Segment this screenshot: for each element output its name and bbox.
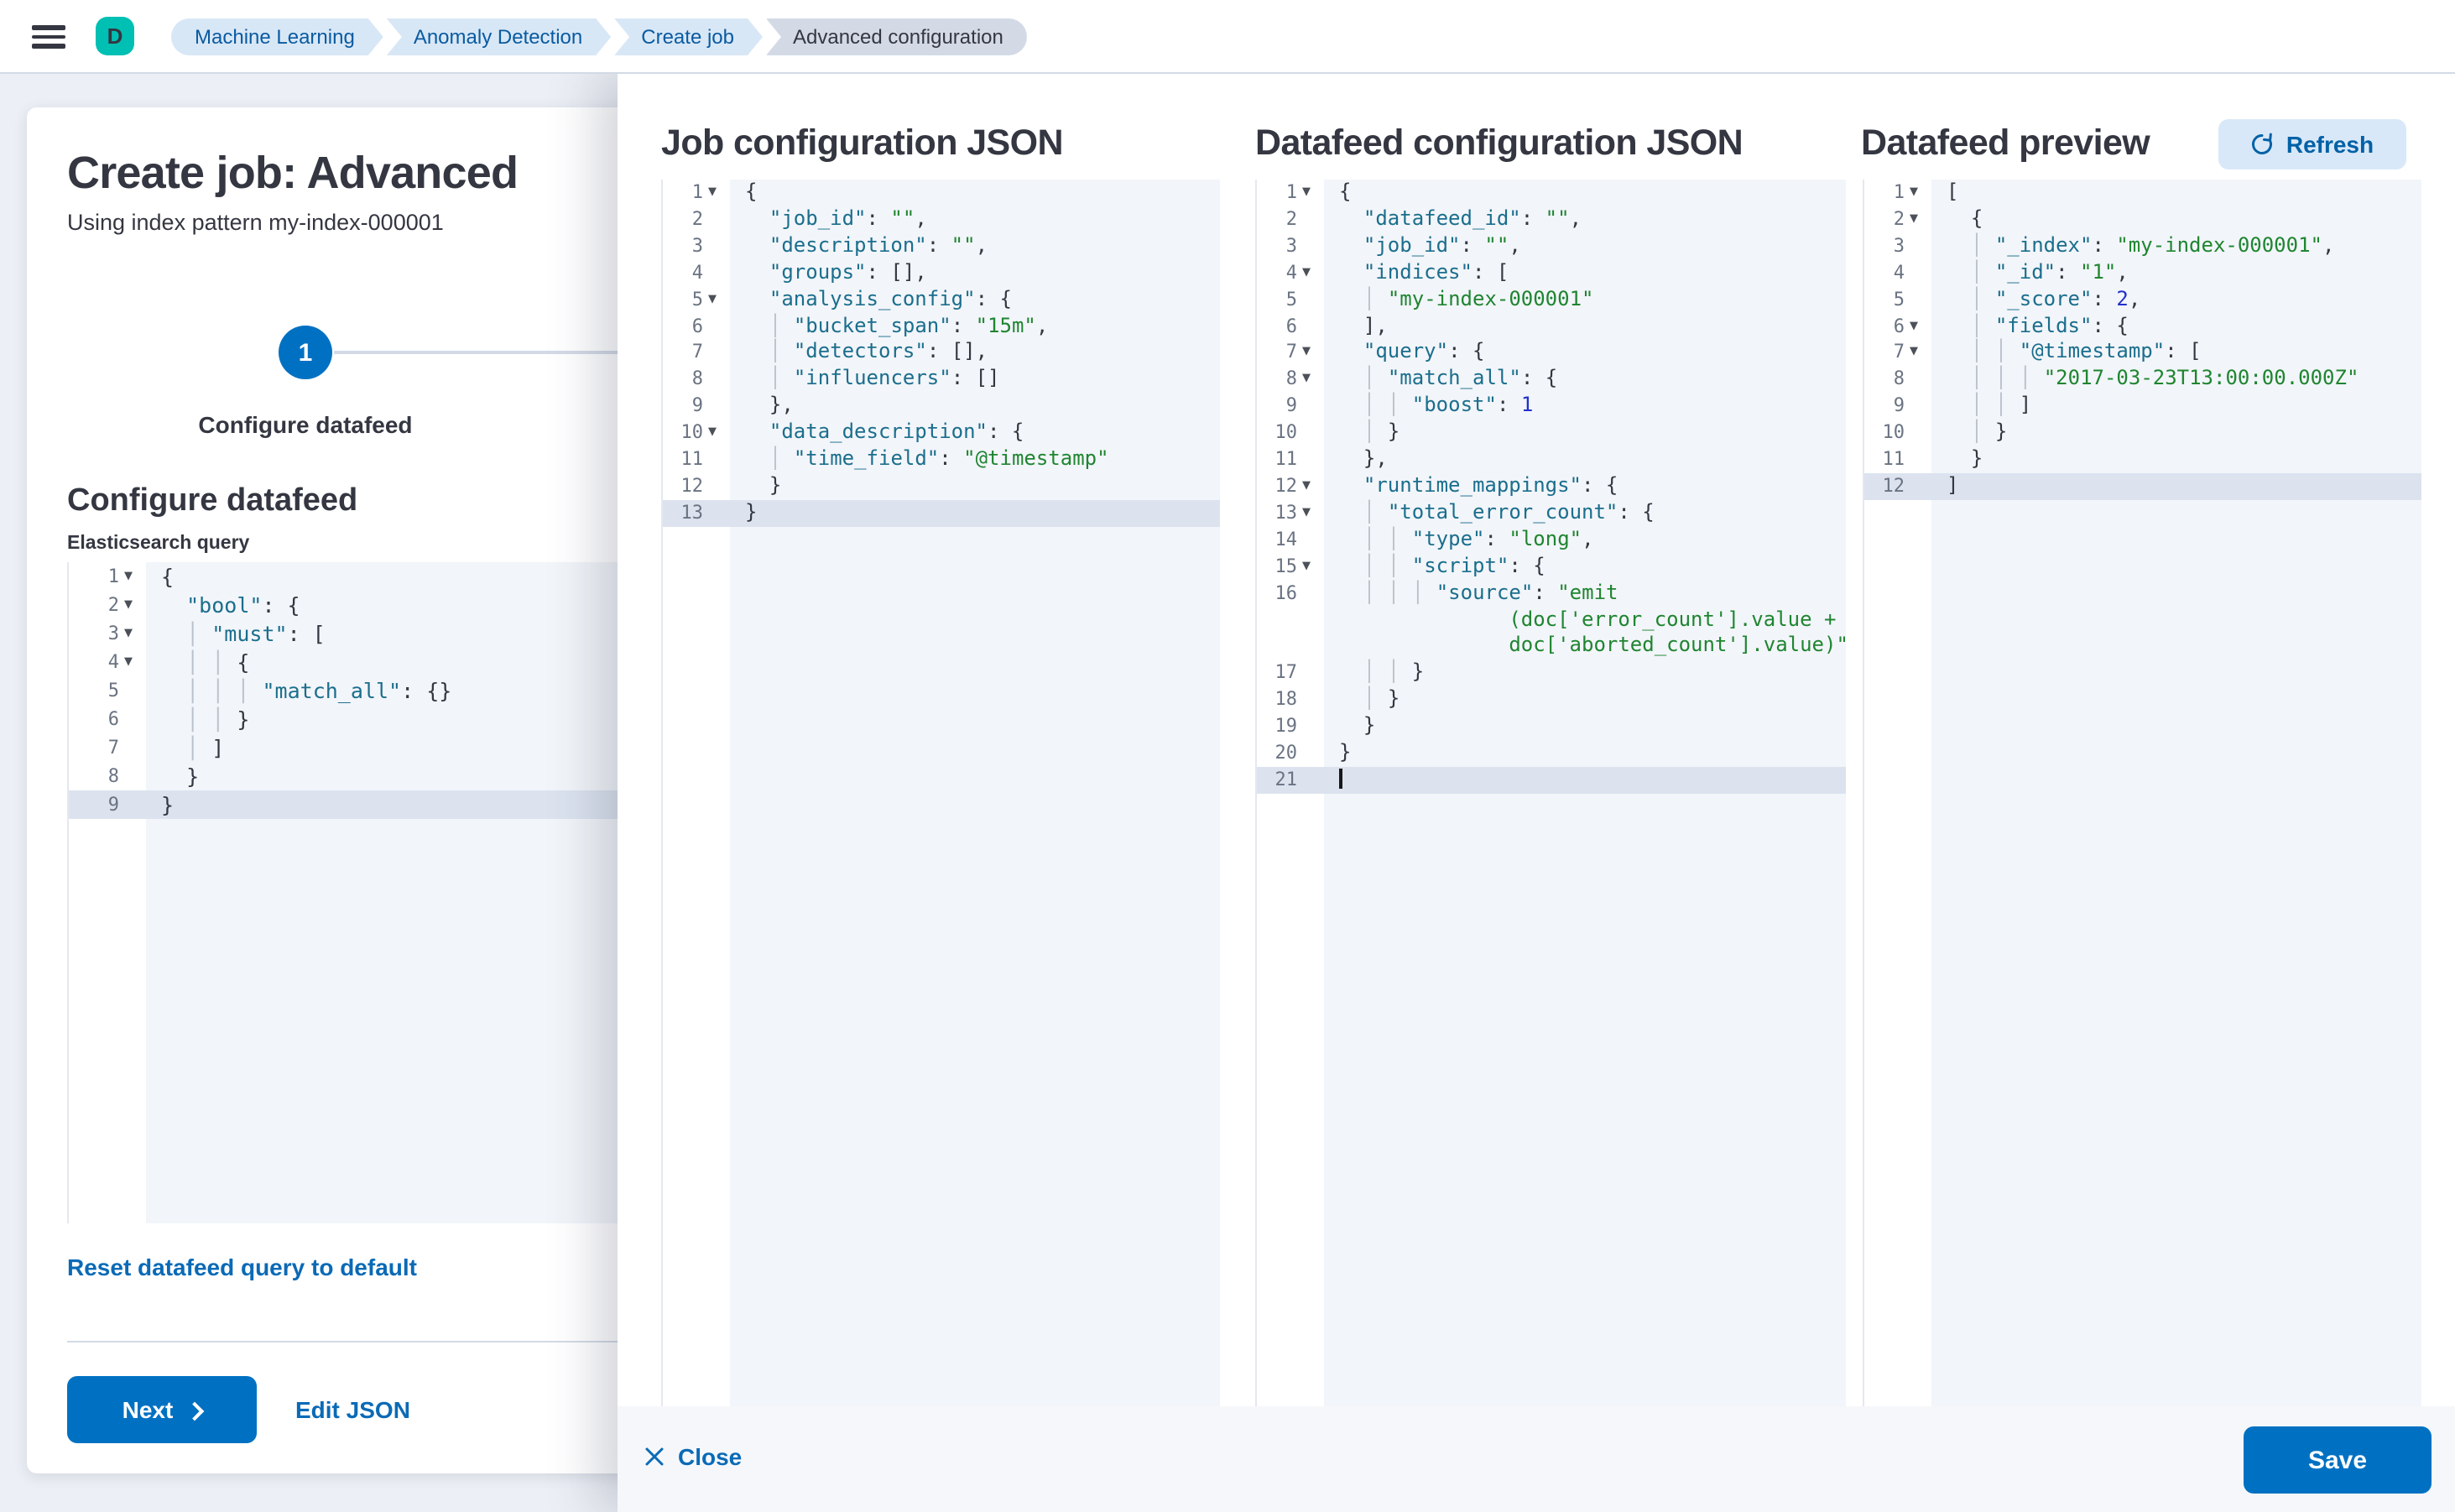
menu-icon[interactable] bbox=[32, 25, 65, 49]
code-line: 6 │ "bucket_span": "15m", bbox=[691, 313, 1049, 337]
code-line: 3 │ "_index": "my-index-000001", bbox=[1893, 232, 2335, 257]
code-line: 5 │ │ │ "match_all": {} bbox=[107, 678, 452, 703]
chevron-right-icon bbox=[185, 1400, 205, 1421]
text-cursor bbox=[1339, 768, 1342, 789]
refresh-button[interactable]: Refresh bbox=[2218, 119, 2406, 169]
code-line: 14 │ │ "type": "long", bbox=[1274, 526, 1594, 550]
code-line: 5▼ "analysis_config": { bbox=[691, 286, 1012, 310]
refresh-button-label: Refresh bbox=[2286, 131, 2374, 158]
code-line: 6▼ │ "fields": { bbox=[1893, 313, 2129, 337]
code-line: 7 │ ] bbox=[107, 735, 225, 760]
code-line: 4▼ "indices": [ bbox=[1285, 259, 1509, 284]
next-button[interactable]: Next bbox=[67, 1376, 257, 1443]
code-line: 13} bbox=[663, 499, 1220, 527]
breadcrumb-item: Advanced configuration bbox=[766, 18, 1027, 55]
code-line: 1▼{ bbox=[691, 180, 758, 203]
code-line: 12 } bbox=[680, 472, 782, 497]
code-line: 7▼ │ │ "@timestamp": [ bbox=[1893, 339, 2202, 363]
refresh-icon bbox=[2252, 133, 2273, 154]
code-line: 4▼ │ │ { bbox=[107, 649, 250, 675]
job-config-editor[interactable]: 1▼{ 2 "job_id": "",3 "description": "",4 … bbox=[661, 180, 1220, 1406]
code-line: 19 } bbox=[1274, 713, 1376, 738]
close-button-label: Close bbox=[678, 1443, 743, 1470]
code-line: 21 bbox=[1257, 766, 1846, 794]
code-line: 11 }, bbox=[1274, 446, 1388, 471]
code-line: 7▼ "query": { bbox=[1285, 339, 1485, 363]
datafeed-config-editor[interactable]: 1▼{ 2 "datafeed_id": "",3 "job_id": "",4▼… bbox=[1255, 180, 1846, 1406]
close-icon bbox=[645, 1447, 664, 1466]
editor-gutter bbox=[663, 180, 730, 1406]
code-line: 8 } bbox=[107, 764, 200, 789]
next-button-label: Next bbox=[122, 1396, 174, 1423]
code-line: 15▼ │ │ "script": { bbox=[1274, 553, 1545, 577]
job-config-title: Job configuration JSON bbox=[661, 123, 1064, 163]
advanced-json-flyout: Job configuration JSON Datafeed configur… bbox=[618, 74, 2455, 1512]
code-line: 1▼[ bbox=[1893, 180, 1959, 203]
code-line: 1▼{ bbox=[1285, 180, 1352, 203]
code-line: 5 │ "_score": 2, bbox=[1893, 286, 2141, 310]
code-line: 4 "groups": [], bbox=[691, 259, 927, 284]
step-1-label: Configure datafeed bbox=[198, 411, 413, 438]
datafeed-config-title: Datafeed configuration JSON bbox=[1255, 123, 1744, 163]
user-avatar[interactable]: D bbox=[96, 17, 134, 55]
editor-gutter bbox=[1864, 180, 1931, 1406]
elasticsearch-query-label: Elasticsearch query bbox=[67, 534, 250, 554]
code-line: 6 ], bbox=[1285, 313, 1388, 337]
code-line: 10 │ } bbox=[1882, 420, 2008, 444]
code-line: 6 │ │ } bbox=[107, 706, 250, 732]
editor-gutter bbox=[69, 562, 146, 1223]
reset-datafeed-query-link[interactable]: Reset datafeed query to default bbox=[67, 1254, 417, 1280]
code-line: 16 │ │ │ "source": "emit bbox=[1274, 580, 1618, 604]
code-line: (doc['error_count'].value + bbox=[1509, 607, 1837, 630]
code-line: 9 }, bbox=[691, 393, 794, 417]
code-line: 2▼ { bbox=[1893, 206, 1983, 230]
page-title: Create job: Advanced bbox=[67, 148, 519, 198]
code-line: 12] bbox=[1864, 472, 2421, 500]
datafeed-preview-editor[interactable]: 1▼[ 2▼ {3 │ "_index": "my-index-000001",4… bbox=[1863, 180, 2421, 1406]
code-line: 1▼{ bbox=[107, 564, 175, 589]
breadcrumb-item[interactable]: Anomaly Detection bbox=[387, 18, 611, 55]
breadcrumb-item[interactable]: Machine Learning bbox=[171, 18, 383, 55]
code-line: 11 │ "time_field": "@timestamp" bbox=[680, 446, 1109, 471]
code-line: 10▼ "data_description": { bbox=[680, 420, 1024, 444]
breadcrumb-item[interactable]: Create job bbox=[614, 18, 763, 55]
code-line: 2▼ "bool": { bbox=[107, 592, 300, 618]
code-line: 7 │ "detectors": [], bbox=[691, 339, 988, 363]
code-line: 8▼ │ "match_all": { bbox=[1285, 366, 1558, 390]
code-line: 2 "datafeed_id": "", bbox=[1285, 206, 1582, 230]
code-line: 8 │ │ │ "2017-03-23T13:00:00.000Z" bbox=[1893, 366, 2359, 390]
save-button[interactable]: Save bbox=[2244, 1426, 2432, 1494]
code-line: 20} bbox=[1274, 740, 1352, 764]
code-line: 18 │ } bbox=[1274, 686, 1400, 711]
code-line: 17 │ │ } bbox=[1274, 660, 1425, 684]
code-line: 3 "job_id": "", bbox=[1285, 232, 1521, 257]
section-heading-configure-datafeed: Configure datafeed bbox=[67, 483, 358, 519]
code-line: 2 "job_id": "", bbox=[691, 206, 927, 230]
edit-json-link[interactable]: Edit JSON bbox=[295, 1396, 410, 1423]
code-line: 13▼ │ "total_error_count": { bbox=[1274, 499, 1655, 524]
page-subtitle: Using index pattern my-index-000001 bbox=[67, 210, 444, 235]
code-line: 11 } bbox=[1882, 446, 1983, 471]
code-line: 8 │ "influencers": [] bbox=[691, 366, 1000, 390]
code-line: 4 │ "_id": "1", bbox=[1893, 259, 2129, 284]
datafeed-preview-title: Datafeed preview bbox=[1861, 123, 2150, 163]
code-line: 12▼ "runtime_mappings": { bbox=[1274, 472, 1618, 497]
code-line: 10 │ } bbox=[1274, 420, 1400, 444]
code-line: doc['aborted_count'].value)" bbox=[1509, 633, 1846, 657]
code-line: 5 │ "my-index-000001" bbox=[1285, 286, 1594, 310]
code-line: 3▼ │ "must": [ bbox=[107, 621, 326, 646]
close-button[interactable]: Close bbox=[644, 1443, 742, 1470]
code-line: 3 "description": "", bbox=[691, 232, 988, 257]
step-1-indicator[interactable]: 1 bbox=[279, 326, 332, 379]
flyout-footer: Close Save bbox=[618, 1406, 2455, 1512]
code-line: 9 │ │ ] bbox=[1893, 393, 2032, 417]
code-line: 9 │ │ "boost": 1 bbox=[1285, 393, 1534, 417]
